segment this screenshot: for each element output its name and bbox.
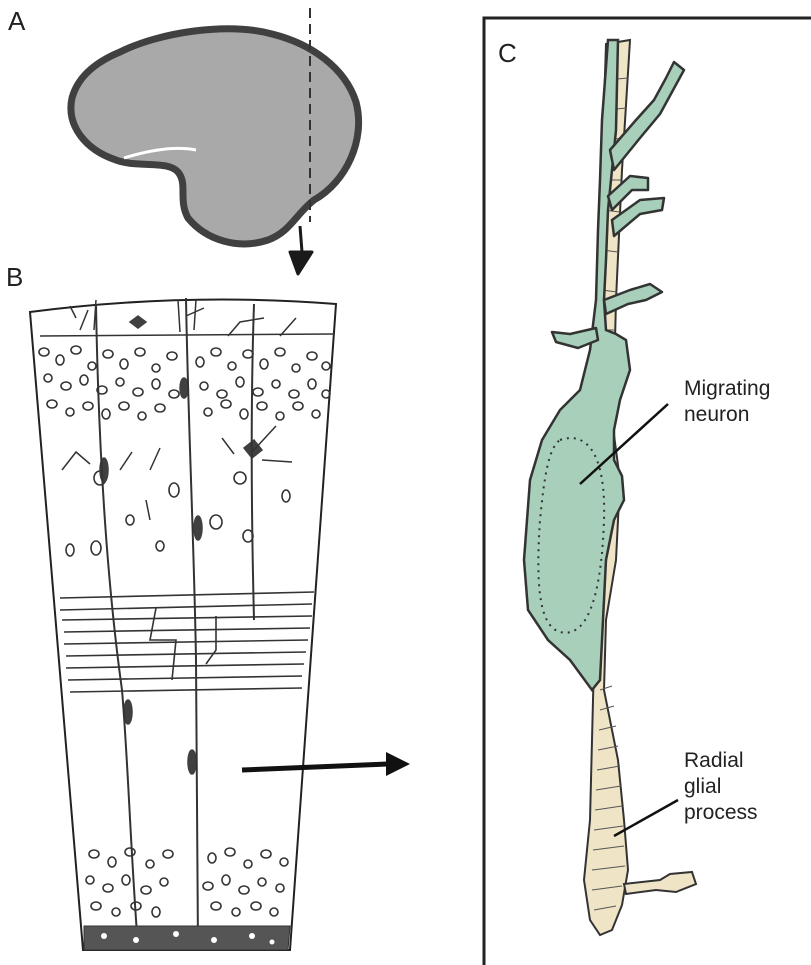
- arrow-down-icon: [290, 226, 312, 274]
- panel-c-migrating-neuron-drawing: [524, 40, 696, 935]
- panel-b-cortex-section: [30, 298, 410, 950]
- glial-end-foot: [624, 872, 696, 894]
- label-migrating-neuron: Migrating neuron: [684, 376, 770, 428]
- label-radial-glial-process: Radial glial process: [684, 748, 758, 826]
- brain-hemisphere: [71, 29, 359, 244]
- panel-letter-c: C: [498, 40, 517, 66]
- panel-letter-a: A: [8, 8, 25, 34]
- panel-a-brain-drawing: [71, 8, 359, 274]
- panel-letter-b: B: [6, 264, 23, 290]
- ventricular-zone: [84, 926, 290, 950]
